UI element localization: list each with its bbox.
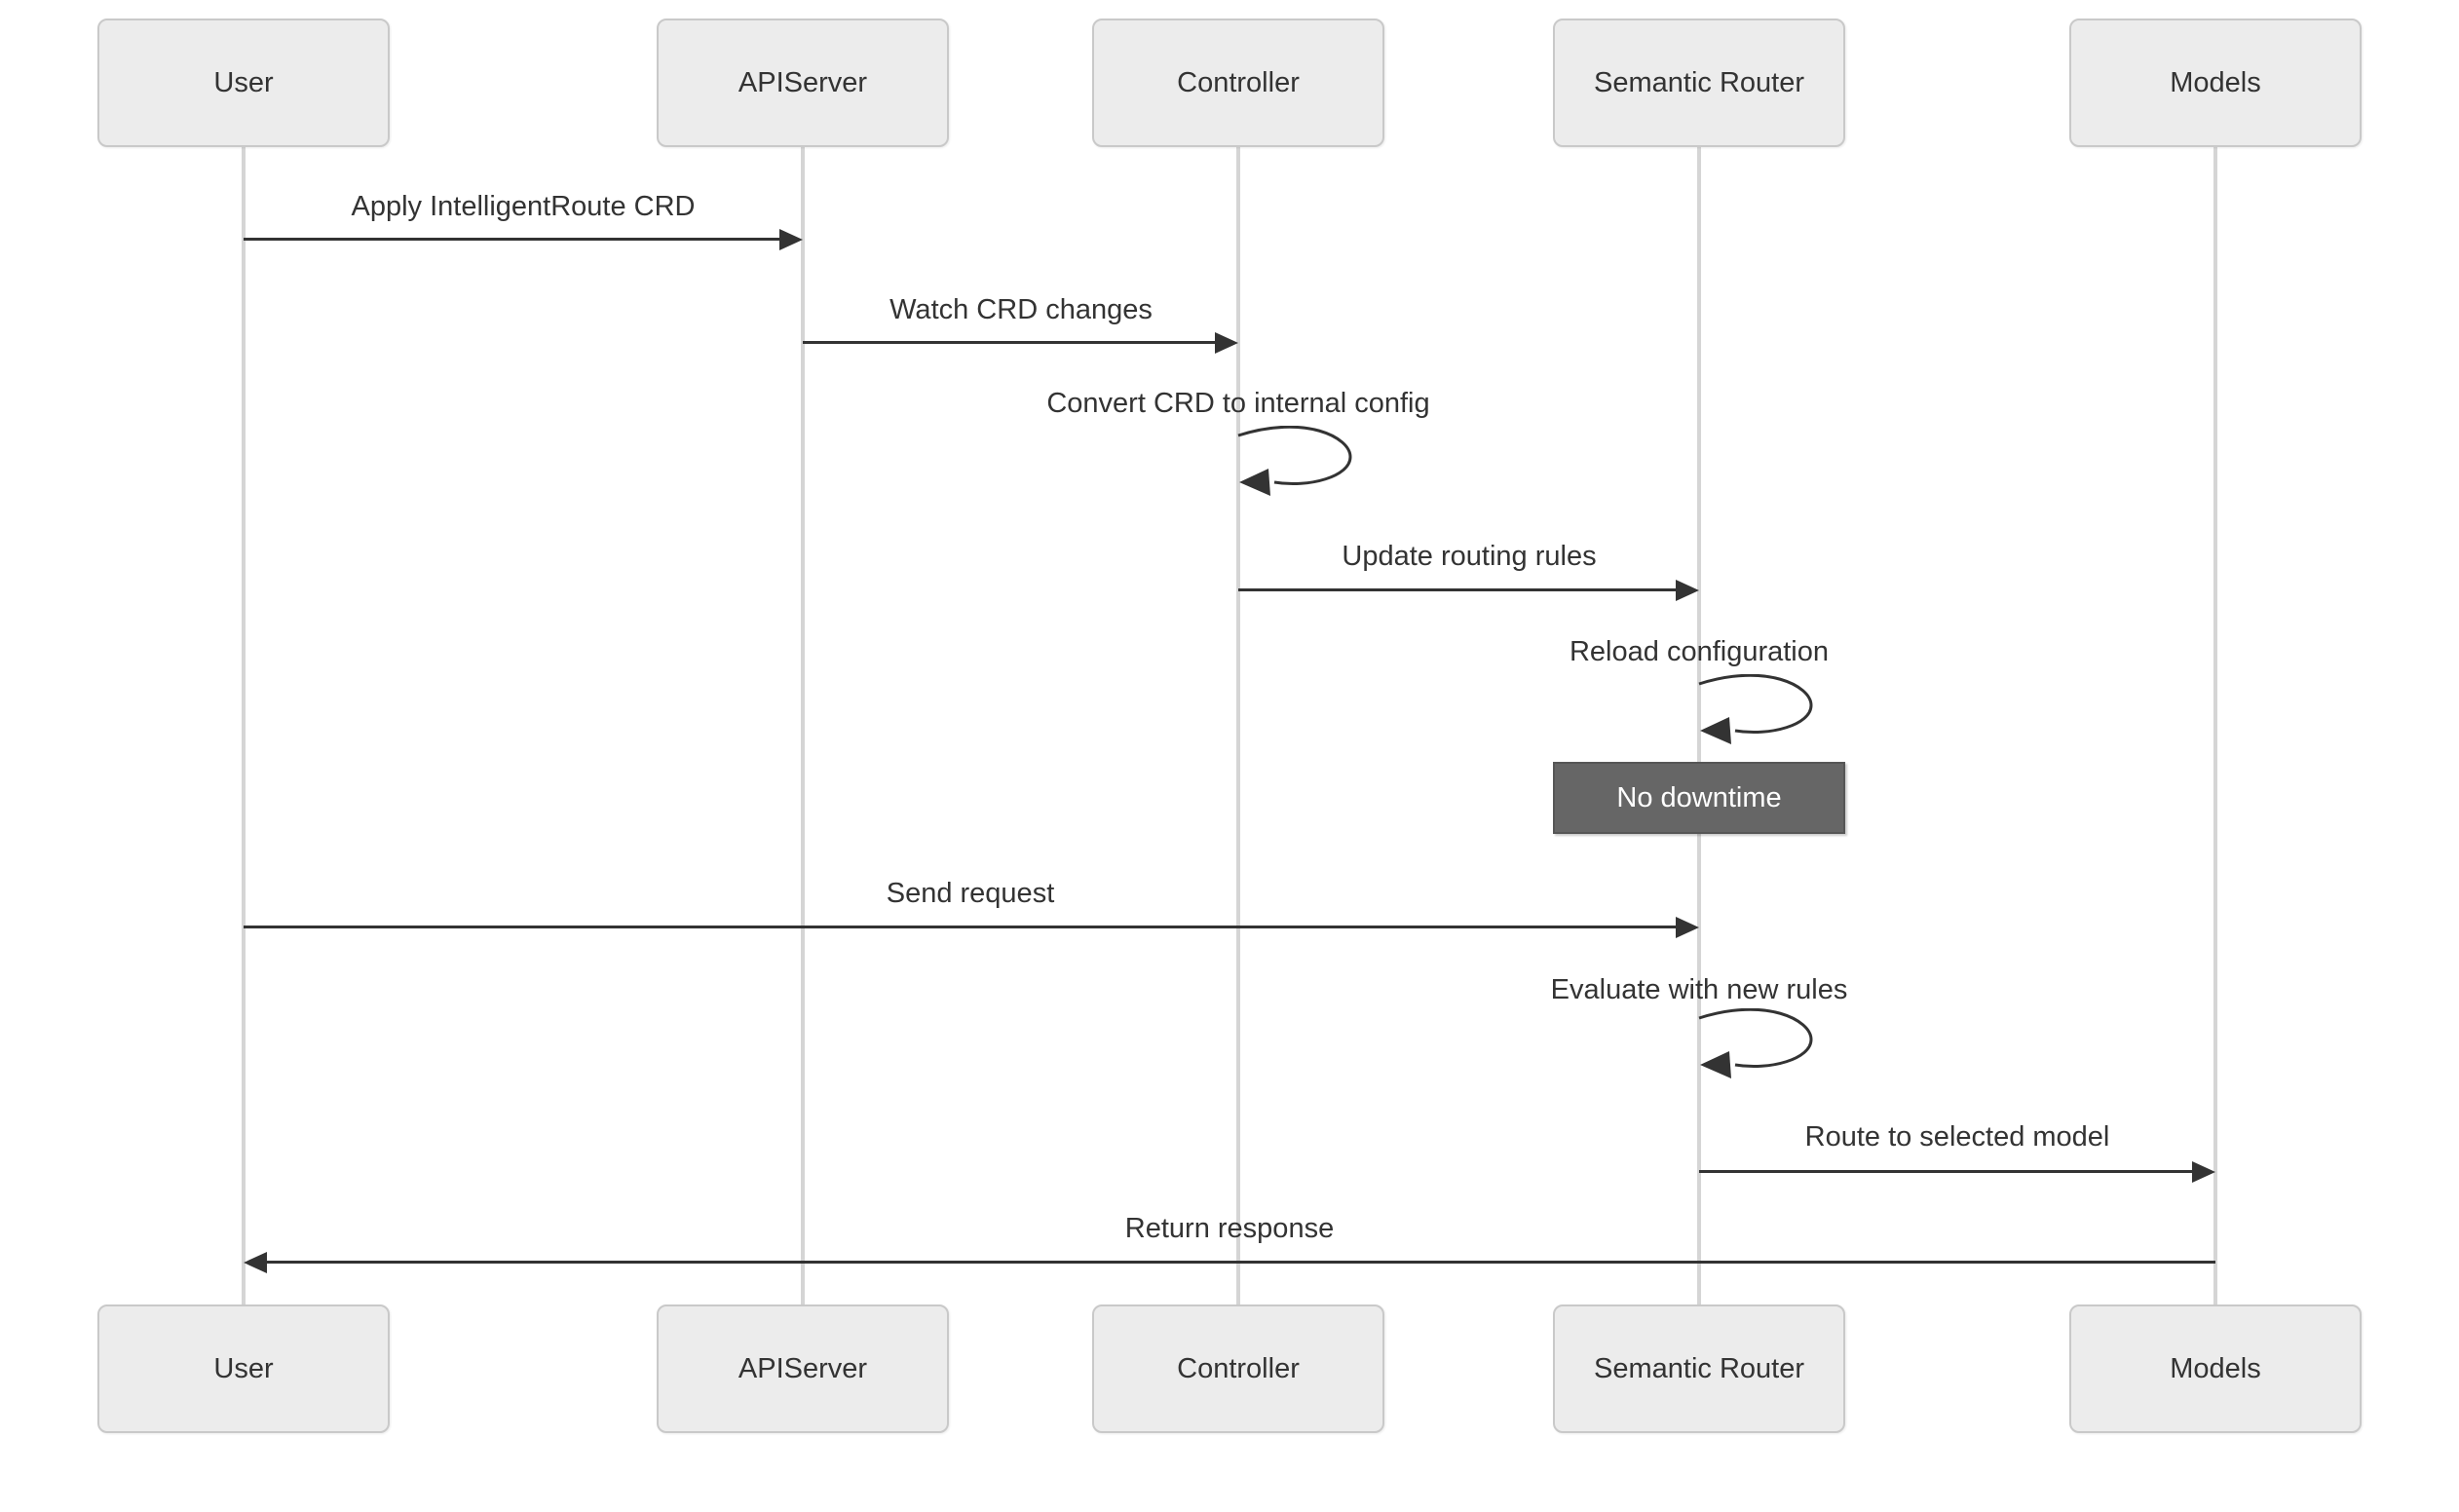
arrowhead-right-icon — [1676, 917, 1699, 938]
lifeline-semantic-router — [1697, 147, 1701, 1304]
lifeline-controller — [1236, 147, 1240, 1304]
actor-label: User — [213, 1352, 274, 1384]
self-loop-arrow-icon — [1698, 1008, 1813, 1078]
actor-bottom-controller: Controller — [1092, 1304, 1384, 1433]
actor-label: Semantic Router — [1594, 1352, 1804, 1384]
lifeline-apiserver — [801, 147, 805, 1304]
actor-label: Controller — [1177, 1352, 1300, 1384]
actor-label: APIServer — [738, 66, 868, 98]
message-arrow-line — [244, 926, 1676, 928]
message-label-return-response: Return response — [1124, 1213, 1335, 1244]
message-label-convert-crd: Convert CRD to internal config — [1046, 388, 1430, 419]
actor-label: Semantic Router — [1594, 66, 1804, 98]
actor-top-semantic-router: Semantic Router — [1553, 19, 1845, 147]
lifeline-user — [242, 147, 246, 1304]
arrowhead-right-icon — [779, 229, 803, 250]
message-label-evaluate-with-new-rules: Evaluate with new rules — [1550, 974, 1848, 1005]
message-arrow-line — [244, 238, 781, 241]
note-label: No downtime — [1616, 781, 1782, 813]
actor-label: APIServer — [738, 1352, 868, 1384]
actor-bottom-user: User — [97, 1304, 390, 1433]
actor-top-models: Models — [2069, 19, 2362, 147]
note-no-downtime: No downtime — [1553, 762, 1845, 834]
arrowhead-right-icon — [1676, 580, 1699, 601]
message-arrow-line — [1238, 588, 1676, 591]
message-label-route-to-selected-model: Route to selected model — [1804, 1121, 2110, 1153]
actor-label: Models — [2170, 1352, 2261, 1384]
actor-label: Models — [2170, 66, 2261, 98]
actor-top-user: User — [97, 19, 390, 147]
message-arrow-line — [1699, 1170, 2192, 1173]
message-label-send-request: Send request — [886, 878, 1055, 909]
self-loop-arrow-icon — [1698, 674, 1813, 744]
actor-top-controller: Controller — [1092, 19, 1384, 147]
actor-label: User — [213, 66, 274, 98]
message-arrow-line — [803, 341, 1218, 344]
actor-bottom-apiserver: APIServer — [657, 1304, 949, 1433]
lifeline-models — [2213, 147, 2217, 1304]
actor-label: Controller — [1177, 66, 1300, 98]
message-arrow-line — [267, 1261, 2215, 1264]
actor-bottom-semantic-router: Semantic Router — [1553, 1304, 1845, 1433]
message-label-reload-configuration: Reload configuration — [1569, 636, 1829, 667]
message-label-update-routing-rules: Update routing rules — [1342, 541, 1597, 572]
arrowhead-right-icon — [2192, 1161, 2215, 1183]
message-label-watch-crd-changes: Watch CRD changes — [889, 294, 1153, 325]
actor-bottom-models: Models — [2069, 1304, 2362, 1433]
actor-top-apiserver: APIServer — [657, 19, 949, 147]
arrowhead-right-icon — [1215, 332, 1238, 354]
self-loop-arrow-icon — [1237, 426, 1352, 496]
arrowhead-left-icon — [244, 1252, 267, 1273]
message-label-apply-intelligentroute-crd: Apply IntelligentRoute CRD — [351, 191, 696, 222]
